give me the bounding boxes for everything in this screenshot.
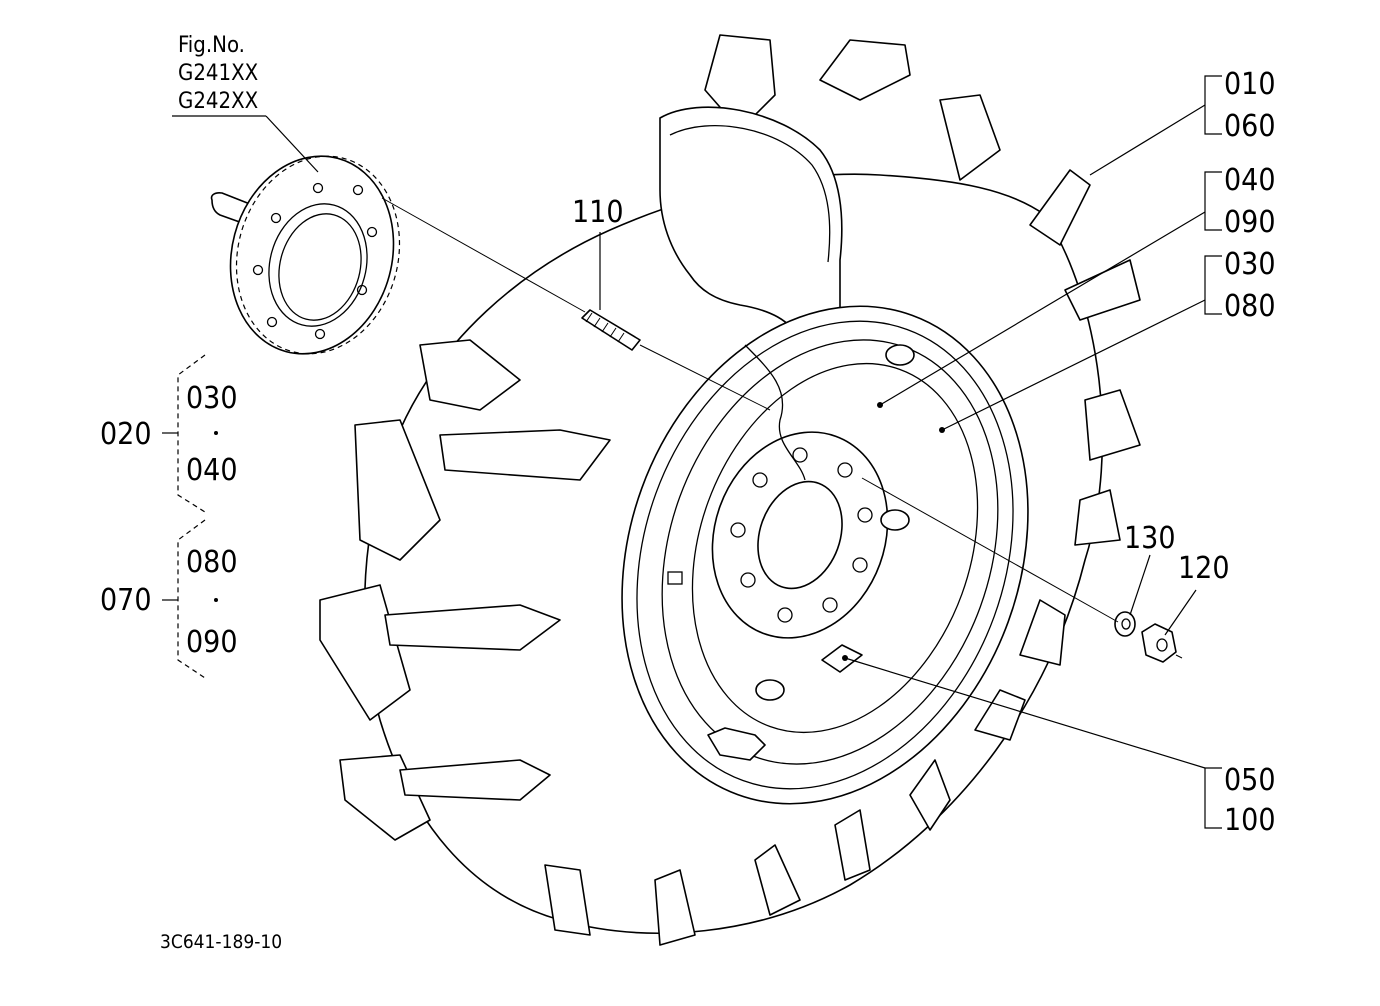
bolt-hole	[352, 184, 364, 196]
fig-no-code-1: G241XX	[178, 61, 258, 86]
tire-lug	[974, 689, 1026, 741]
bolt-hole	[356, 284, 368, 296]
leader-lines	[162, 75, 1222, 829]
hub-to-washer-line	[861, 477, 1119, 623]
nut	[1141, 623, 1177, 663]
flange-bolt-holes	[252, 182, 378, 340]
label-090: 090	[1224, 205, 1276, 240]
bolt-hole	[266, 316, 278, 328]
rim-nub	[880, 509, 910, 531]
nut-axis-line	[1175, 654, 1183, 659]
callout-labels: Fig.No. G241XX G242XX 010 060 040 090 03…	[100, 33, 1276, 953]
assembly-070-parent: 070	[100, 583, 152, 618]
flange-axle-drawing	[210, 155, 401, 355]
tire-lug	[754, 844, 801, 916]
label-100: 100	[1224, 803, 1276, 838]
bolt-hole	[837, 462, 853, 478]
tire-lug	[1019, 599, 1066, 666]
drawing-code: 3C641-189-10	[160, 931, 282, 953]
assembly-lines	[381, 197, 1183, 659]
assembly-070-child-080: 080	[186, 545, 238, 580]
tire-lug	[399, 759, 551, 801]
rim-nub	[885, 344, 915, 366]
tire-lug	[654, 869, 696, 946]
tire-lug	[439, 429, 611, 481]
rim-drawing	[621, 305, 1029, 805]
tire-lug	[909, 759, 951, 831]
label-040: 040	[1224, 163, 1276, 198]
tire-lug	[834, 809, 871, 881]
tire-lug	[384, 604, 561, 651]
tire-lug	[939, 94, 1001, 181]
washer-drawing	[1114, 611, 1136, 637]
bolt-hole	[792, 447, 808, 463]
assembly-020-child-040: 040	[186, 453, 238, 488]
tire-lug	[1029, 169, 1091, 246]
flange-to-stud-line	[381, 197, 586, 313]
stud-bolt	[581, 309, 641, 351]
fig-no-code-2: G242XX	[178, 89, 258, 114]
tire-lug	[1064, 259, 1141, 321]
tire-lug	[354, 419, 441, 561]
rim-ring	[691, 362, 979, 734]
stud-bolt-drawing	[581, 309, 641, 351]
bolt-hole	[752, 472, 768, 488]
bolt-hole	[740, 572, 756, 588]
fig-no-caption: Fig.No.	[178, 33, 245, 58]
assembly-020-parent: 020	[100, 417, 152, 452]
flange-boss-inner	[278, 213, 362, 321]
disc-cut-edge	[744, 344, 806, 481]
bolt-hole	[857, 507, 873, 523]
label-120: 120	[1178, 551, 1230, 586]
valve-stem	[707, 727, 766, 761]
hub-center-hole	[757, 480, 843, 590]
tire-lug	[419, 339, 521, 411]
label-060: 060	[1224, 109, 1276, 144]
rim-nub	[755, 679, 785, 701]
tire-lug	[1084, 389, 1141, 461]
flange-hidden-edge	[235, 155, 401, 355]
label-010: 010	[1224, 67, 1276, 102]
assembly-020-child-030: 030	[186, 381, 238, 416]
nut-drawing	[1141, 623, 1177, 663]
washer-hole	[1121, 618, 1131, 630]
bolt-hole	[314, 328, 326, 340]
label-080: 080	[1224, 289, 1276, 324]
flange-plate	[229, 155, 395, 355]
assembly-070-child-090: 090	[186, 625, 238, 660]
label-110: 110	[572, 195, 624, 230]
bolt-hole	[822, 597, 838, 613]
bolt-hole	[777, 607, 793, 623]
bolt-hole	[852, 557, 868, 573]
stud-to-hub-line	[639, 344, 771, 411]
bolt-hole	[270, 212, 282, 224]
tire-lug	[1074, 489, 1121, 546]
rim-ring	[636, 320, 1014, 790]
bolt-hole	[252, 264, 264, 276]
label-050: 050	[1224, 763, 1276, 798]
tire-inner-line	[669, 124, 831, 263]
label-plate	[821, 644, 863, 673]
bolt-hole	[312, 182, 324, 194]
bolt-hole	[366, 226, 378, 238]
bolt-hole	[730, 522, 746, 538]
label-030: 030	[1224, 247, 1276, 282]
rim-square	[667, 571, 683, 585]
flange-boss	[268, 203, 368, 327]
washer	[1114, 611, 1136, 637]
hub-bolt-holes	[730, 447, 873, 623]
nut-hole	[1156, 638, 1168, 652]
label-130: 130	[1124, 521, 1176, 556]
tire-lug	[819, 39, 911, 101]
tire-lug	[544, 864, 591, 936]
